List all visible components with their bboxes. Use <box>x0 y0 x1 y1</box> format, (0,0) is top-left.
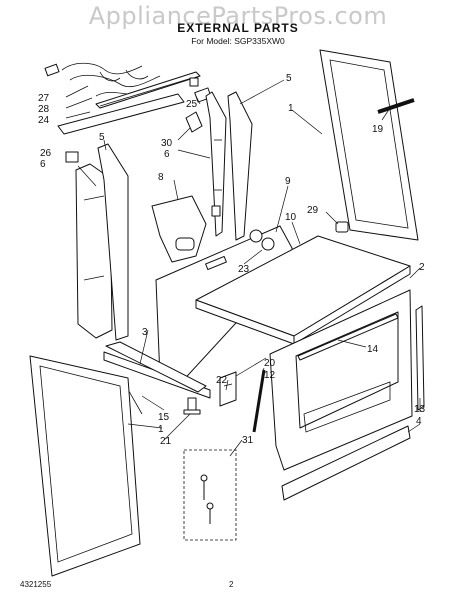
document-number: 4321255 <box>20 580 52 589</box>
callout-6: 6 <box>40 159 46 170</box>
callout-22: 22 <box>216 375 228 386</box>
strip-13 <box>415 305 425 411</box>
callout-28: 28 <box>38 104 50 115</box>
side-panel-1 <box>319 49 419 241</box>
wire-harness <box>44 62 161 97</box>
callout-20: 20 <box>264 358 276 369</box>
callout-19: 19 <box>372 124 384 135</box>
callout-labels: 27 28 24 25 5 1 19 30 6 5 26 6 8 9 29 10… <box>38 73 426 447</box>
front-frame-2 <box>269 289 413 471</box>
rail-3 <box>103 341 211 399</box>
callout-5: 5 <box>99 132 105 143</box>
callout-9: 9 <box>285 176 291 187</box>
callout-3: 3 <box>142 327 148 338</box>
top-trim-strip <box>57 71 201 135</box>
side-panel-1-lower <box>29 355 141 577</box>
callout-1: 1 <box>158 424 164 435</box>
callout-15: 15 <box>158 412 170 423</box>
callout-6: 6 <box>164 149 170 160</box>
callout-23: 23 <box>238 264 250 275</box>
callout-5: 5 <box>286 73 292 84</box>
callout-26: 26 <box>40 148 52 159</box>
callout-1: 1 <box>288 103 294 114</box>
clip-26 <box>65 151 79 163</box>
callout-4: 4 <box>416 416 422 427</box>
page-number: 2 <box>229 580 234 589</box>
top-panel-10 <box>195 235 411 345</box>
rod-19 <box>377 98 415 114</box>
callout-13: 13 <box>414 404 426 415</box>
callout-12: 12 <box>264 370 276 381</box>
diagram-title: EXTERNAL PARTS <box>177 21 299 35</box>
watermark: AppliancePartsPros.com <box>88 2 388 30</box>
callout-14: 14 <box>367 344 379 355</box>
callout-8: 8 <box>158 172 164 183</box>
bracket-30 <box>185 111 203 133</box>
callout-25: 25 <box>186 99 198 110</box>
kick-panel-4 <box>281 425 411 501</box>
leader-lines <box>65 79 421 457</box>
side-panel-left <box>75 143 129 341</box>
model-subtitle: For Model: SGP335XW0 <box>191 36 285 46</box>
rod-12 <box>252 369 266 433</box>
callout-27: 27 <box>38 93 50 104</box>
callout-2: 2 <box>419 262 425 273</box>
side-panel-right-upper <box>205 91 253 241</box>
callout-10: 10 <box>285 212 297 223</box>
callout-30: 30 <box>161 138 173 149</box>
bracket-20-22 <box>219 371 237 407</box>
burner-bracket-8 <box>151 195 207 263</box>
callout-29: 29 <box>307 205 319 216</box>
callout-21: 21 <box>160 436 172 447</box>
knob-29 <box>335 221 349 233</box>
leveling-leg-21 <box>183 397 201 415</box>
callout-24: 24 <box>38 115 50 126</box>
callout-31: 31 <box>242 435 254 446</box>
hardware-kit-31 <box>183 449 237 541</box>
